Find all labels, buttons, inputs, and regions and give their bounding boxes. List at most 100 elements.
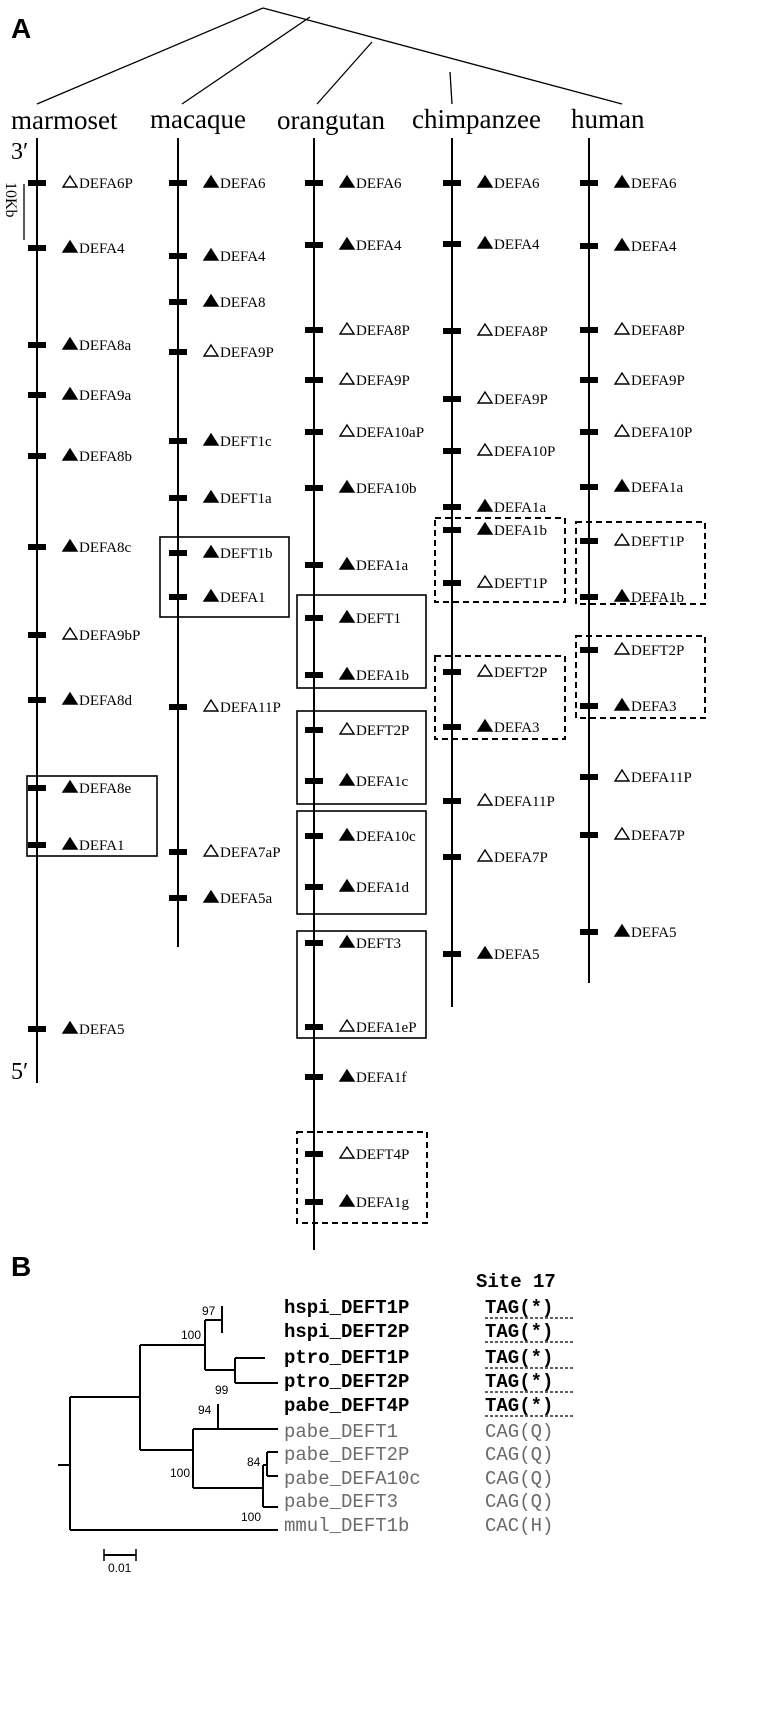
- gene-marker: DEFA1b: [305, 666, 409, 684]
- gene-label: DEFA5a: [220, 891, 273, 907]
- filled-triangle-icon: [202, 174, 220, 188]
- gene-label: DEFT1b: [220, 546, 273, 562]
- stop-codon-label: TAG(*): [485, 1347, 553, 1369]
- gene-tick: [305, 327, 323, 333]
- gene-label: DEFA7P: [494, 850, 548, 866]
- gene-label: DEFA6: [631, 176, 677, 192]
- gene-tick: [28, 342, 46, 348]
- gene-tick: [305, 242, 323, 248]
- gene-label: DEFA1d: [356, 880, 410, 896]
- gene-marker: DEFA10aP: [305, 423, 424, 441]
- panel-b-letter: B: [11, 1251, 31, 1282]
- group-box-marmoset: [26, 775, 158, 857]
- open-triangle-icon: [613, 768, 631, 782]
- branch-scale-label: 0.01: [108, 1561, 132, 1575]
- gene-label: DEFA8e: [79, 781, 132, 797]
- open-triangle-icon: [476, 663, 494, 677]
- gene-label: DEFT1P: [631, 534, 684, 550]
- open-triangle-icon: [613, 321, 631, 335]
- gene-label: DEFA10aP: [356, 425, 424, 441]
- filled-triangle-icon: [202, 588, 220, 602]
- gene-marker: DEFT1P: [443, 574, 547, 592]
- gene-marker: DEFT2P: [305, 721, 409, 739]
- open-triangle-icon: [476, 390, 494, 404]
- gene-marker: DEFT1c: [169, 432, 272, 450]
- gene-label: DEFA5: [631, 925, 677, 941]
- bootstrap-values: 97 100 99 94 84 100 100: [170, 1304, 261, 1524]
- open-triangle-icon: [613, 423, 631, 437]
- gene-label: DEFA3: [494, 720, 540, 736]
- taxon-name: mmul_DEFT1b: [284, 1515, 409, 1537]
- filled-triangle-icon: [476, 235, 494, 249]
- filled-triangle-icon: [61, 386, 79, 400]
- filled-triangle-icon: [202, 247, 220, 261]
- open-triangle-icon: [613, 641, 631, 655]
- gene-marker: DEFA10P: [580, 423, 692, 441]
- gene-marker: DEFA8e: [28, 779, 132, 797]
- gene-label: DEFA10c: [356, 829, 416, 845]
- gene-label: DEFA1b: [356, 668, 409, 684]
- filled-triangle-icon: [613, 588, 631, 602]
- gene-tick: [443, 241, 461, 247]
- taxon-name: ptro_DEFT2P: [284, 1371, 409, 1393]
- open-triangle-icon: [476, 442, 494, 456]
- stop-codon-label: TAG(*): [485, 1321, 553, 1343]
- gene-marker: DEFA8P: [443, 322, 548, 340]
- gene-label: DEFA8: [220, 295, 266, 311]
- taxon-name: pabe_DEFT2P: [284, 1444, 409, 1466]
- filled-triangle-icon: [202, 489, 220, 503]
- gene-label: DEFA1a: [356, 558, 409, 574]
- gene-marker: DEFA8P: [305, 321, 410, 339]
- gene-tick: [305, 562, 323, 568]
- gene-marker: DEFA1a: [443, 498, 547, 516]
- gene-tick: [305, 940, 323, 946]
- gene-marker: DEFA9P: [169, 343, 274, 361]
- gene-tick: [580, 429, 598, 435]
- panel-a-letter: A: [11, 13, 31, 44]
- site-17-header: Site 17: [476, 1271, 556, 1293]
- group-box-orangutan-4: [296, 930, 427, 1039]
- gene-marker: DEFA6: [443, 174, 540, 192]
- gene-tick: [28, 785, 46, 791]
- gene-label: DEFT2P: [356, 723, 409, 739]
- gene-tick: [169, 550, 187, 556]
- gene-tick: [169, 495, 187, 501]
- gene-label: DEFA9P: [356, 373, 410, 389]
- filled-triangle-icon: [202, 293, 220, 307]
- gene-tick: [169, 704, 187, 710]
- gene-marker: DEFA1a: [580, 478, 684, 496]
- codon-label: CAG(Q): [485, 1444, 553, 1466]
- gene-marker: DEFT1P: [580, 532, 684, 550]
- gene-marker: DEFA7aP: [169, 843, 281, 861]
- gene-label: DEFA10b: [356, 481, 417, 497]
- codon-label: CAG(Q): [485, 1421, 553, 1443]
- filled-triangle-icon: [613, 697, 631, 711]
- gene-marker: DEFA3: [580, 697, 677, 715]
- chromosome-marmoset: DEFA6PDEFA4DEFA8aDEFA9aDEFA8bDEFA8cDEFA9…: [28, 138, 140, 1083]
- codon-label: CAC(H): [485, 1515, 553, 1537]
- filled-triangle-icon: [338, 934, 356, 948]
- filled-triangle-icon: [476, 718, 494, 732]
- gene-tick: [580, 774, 598, 780]
- gene-marker: DEFA6P: [28, 174, 133, 192]
- phylogenetic-tree: [58, 1306, 278, 1531]
- gene-marker: DEFA6: [305, 174, 402, 192]
- open-triangle-icon: [476, 574, 494, 588]
- gene-tick: [443, 580, 461, 586]
- gene-tick: [580, 377, 598, 383]
- taxon-name: pabe_DEFT3: [284, 1491, 398, 1513]
- filled-triangle-icon: [476, 521, 494, 535]
- gene-marker: DEFA1b: [580, 588, 684, 606]
- gene-tick: [28, 632, 46, 638]
- gene-label: DEFA5: [79, 1022, 125, 1038]
- open-triangle-icon: [338, 721, 356, 735]
- dashed-box-human-2: [575, 635, 706, 719]
- dashed-box-orangutan: [296, 1131, 428, 1224]
- open-triangle-icon: [613, 826, 631, 840]
- gene-label: DEFT1: [356, 611, 401, 627]
- species-label-marmoset: marmoset: [11, 105, 118, 135]
- filled-triangle-icon: [338, 666, 356, 680]
